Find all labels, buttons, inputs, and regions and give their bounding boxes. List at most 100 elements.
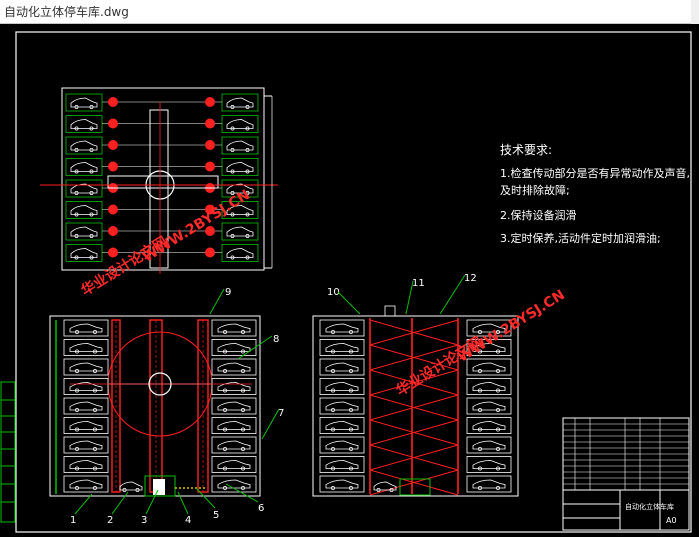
front-bay-left	[63, 319, 109, 337]
side-brace	[369, 419, 459, 446]
side-car-right	[472, 479, 506, 490]
side-car-right	[472, 343, 506, 354]
top-guide-right	[205, 204, 215, 215]
side-car-ground	[373, 481, 397, 492]
side-pit	[399, 478, 431, 496]
top-lift-shaft-v	[149, 109, 169, 269]
top-guide-left	[108, 140, 118, 150]
callout-1: 1	[70, 515, 76, 526]
title-bar-edge	[691, 0, 699, 24]
side-view	[312, 305, 519, 497]
side-car-left	[325, 323, 359, 334]
front-bay-left	[63, 417, 109, 434]
top-guide-left	[108, 97, 118, 107]
callout-12: 12	[464, 273, 477, 284]
top-view-outline	[61, 87, 265, 271]
top-lift-shaft-h	[107, 175, 219, 189]
callouts: 1 2 3 4 5 6 7 8 9 10 11 12	[70, 273, 477, 526]
callout-7: 7	[278, 408, 284, 419]
front-car-right	[217, 460, 251, 471]
front-bay-right	[211, 436, 257, 454]
callout-8: 8	[273, 334, 279, 345]
top-car-right	[226, 248, 254, 260]
top-guide-right	[205, 247, 215, 258]
side-bay-left	[319, 358, 365, 376]
front-car-right	[217, 323, 251, 334]
side-car-right	[472, 323, 506, 334]
front-car-left	[69, 401, 103, 412]
side-bay-right	[466, 456, 512, 473]
front-bay-left	[63, 456, 109, 473]
side-motor	[384, 305, 396, 317]
side-brace	[369, 344, 459, 371]
top-bay-left	[65, 222, 103, 241]
front-car-ground	[119, 481, 143, 492]
top-guide-left	[108, 226, 118, 236]
top-guide-right	[205, 161, 215, 172]
top-car-left	[70, 119, 98, 131]
revision-strip	[0, 381, 16, 523]
window-title: 自动化立体停车库.dwg	[4, 5, 129, 19]
title-bar: 自动化立体停车库.dwg	[0, 0, 699, 24]
side-car-right	[472, 401, 506, 412]
side-bay-right	[466, 417, 512, 434]
side-bay-right	[466, 378, 512, 395]
top-guide-left	[108, 161, 118, 172]
side-car-left	[325, 382, 359, 393]
side-car-left	[325, 362, 359, 373]
notes-line-3: 2.保持设备润滑	[500, 208, 577, 222]
notes-line-1: 1.检查传动部分是否有异常动作及声音,	[500, 166, 690, 180]
top-bay-right	[221, 158, 259, 176]
front-turntable	[148, 372, 172, 396]
top-car-right	[226, 119, 254, 131]
callout-11: 11	[412, 278, 425, 289]
side-car-right	[472, 440, 506, 451]
title-block-sheet: A0	[666, 516, 677, 525]
side-car-left	[325, 440, 359, 451]
top-guide-right	[205, 140, 215, 150]
front-car-right	[217, 343, 251, 354]
top-car-left	[70, 248, 98, 260]
top-bay-right	[221, 115, 259, 133]
front-bay-left	[63, 378, 109, 395]
front-bay-right	[211, 456, 257, 473]
top-bay-left	[65, 201, 103, 219]
side-bay-right	[466, 339, 512, 356]
top-bay-left	[65, 93, 103, 112]
title-block: 自动化立体车库 A0	[562, 417, 690, 531]
front-bay-left	[63, 397, 109, 415]
front-car-left	[69, 323, 103, 334]
front-bay-left	[63, 436, 109, 454]
front-car-right	[217, 440, 251, 451]
top-bay-right	[221, 136, 259, 155]
technical-notes: 技术要求: 1.检查传动部分是否有异常动作及声音, 及时排除故障; 2.保持设备…	[500, 143, 690, 245]
top-bay-left	[65, 136, 103, 155]
side-brace	[369, 394, 459, 421]
front-bay-right	[211, 358, 257, 376]
top-guide-right	[205, 226, 215, 236]
callout-3: 3	[141, 515, 147, 526]
front-car-right	[217, 362, 251, 373]
side-brace	[369, 469, 459, 496]
side-bay-right	[466, 475, 512, 493]
notes-heading: 技术要求:	[500, 143, 552, 157]
top-car-right	[226, 226, 254, 238]
front-car-right	[217, 479, 251, 490]
callout-10: 10	[327, 287, 340, 298]
side-bay-left	[319, 397, 365, 415]
top-bay-left	[65, 158, 103, 176]
side-bay-left	[319, 436, 365, 454]
side-car-left	[325, 421, 359, 432]
canvas-background	[0, 24, 699, 537]
top-view	[40, 87, 278, 274]
top-car-left	[70, 162, 98, 174]
drawing-canvas[interactable]: 1 2 3 4 5 6 7 8 9 10 11 12 技术要求: 1.检查传动部…	[0, 24, 699, 537]
top-bay-right	[221, 201, 259, 219]
front-car-left	[69, 479, 103, 490]
side-car-left	[325, 401, 359, 412]
side-brace	[369, 319, 459, 346]
front-car-left	[69, 382, 103, 393]
top-car-left	[70, 97, 98, 109]
side-bay-left	[319, 417, 365, 434]
callout-9: 9	[225, 287, 231, 298]
